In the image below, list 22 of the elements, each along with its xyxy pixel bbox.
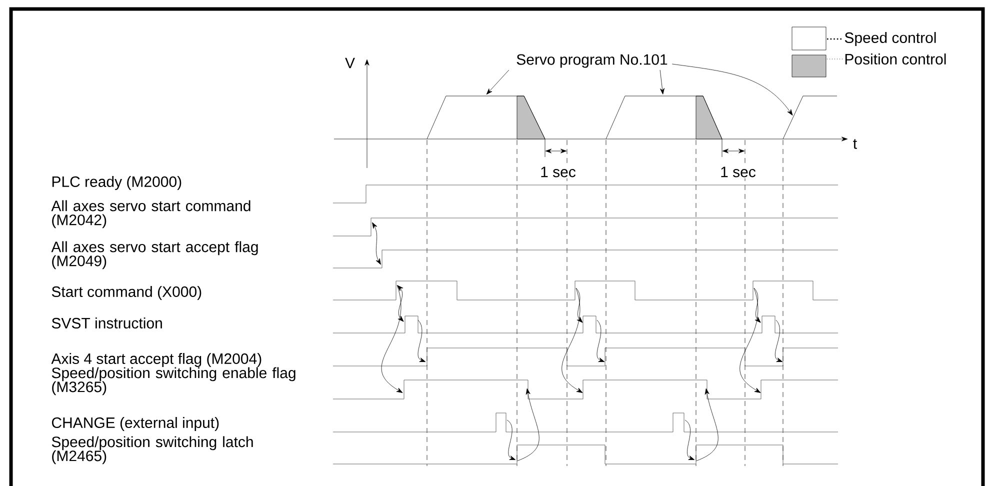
signal-label: Axis 4 start accept flag (M2004) (51, 353, 262, 367)
legend-text: Position control (845, 54, 946, 64)
signal-label: Start command (X000) (52, 286, 202, 300)
dimension-label: 1 sec (719, 166, 757, 178)
arrow (672, 64, 793, 116)
signal-label: Speed/position switching latch (M2465) (52, 436, 253, 464)
arrow (660, 70, 664, 94)
velocity-profile (782, 96, 838, 140)
callout-text: Servo program No.101 (516, 54, 668, 68)
signal-label: SVST instruction (52, 317, 162, 328)
signal-label: PLC ready (M2000) (52, 176, 182, 190)
signal-label: All axes servo start accept flag (M2049) (51, 241, 258, 270)
axis-label: V (345, 58, 355, 68)
signal-label: Speed/position switching enable flag (M3265) (52, 367, 296, 396)
signal-label: CHANGE (external input) (52, 417, 219, 431)
velocity-profile (426, 96, 546, 140)
axis-label: t (853, 139, 857, 149)
legend-text: Speed control (844, 32, 936, 46)
dimension-label: 1 sec (539, 166, 577, 178)
signal-label: All axes servo start command (M2042) (51, 200, 250, 228)
arrow (486, 70, 510, 95)
velocity-profile (606, 96, 722, 140)
